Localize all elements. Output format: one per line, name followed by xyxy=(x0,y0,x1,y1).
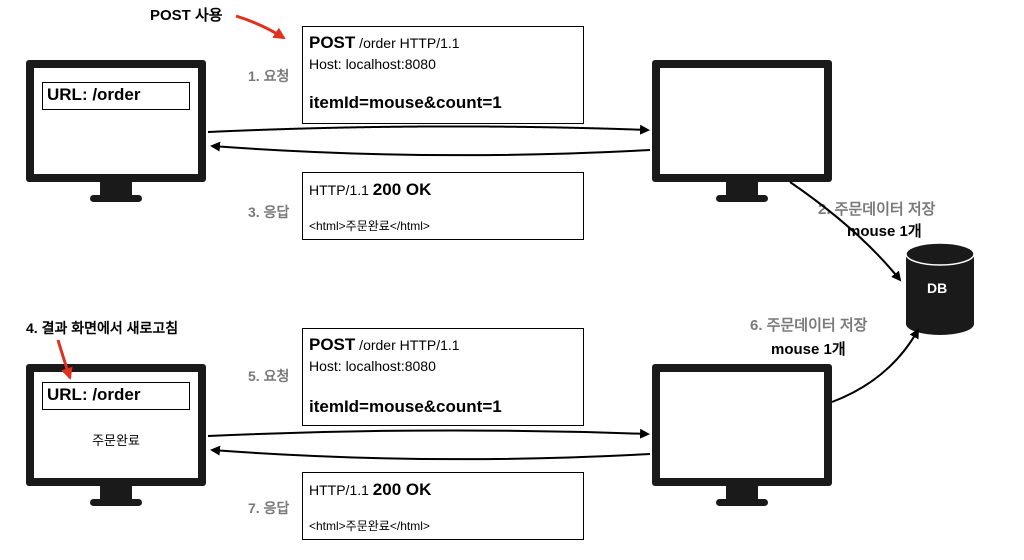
server-monitor-top-base xyxy=(716,195,768,202)
server-monitor-bottom-display xyxy=(660,372,824,478)
server-monitor-bottom-screen xyxy=(652,364,832,486)
server-monitor-bottom-stand xyxy=(726,486,758,502)
response-version-bottom: HTTP/1.1 xyxy=(309,482,373,498)
request-host-top: Host: localhost:8080 xyxy=(309,56,436,72)
request-line-top: POST /order HTTP/1.1 xyxy=(309,33,460,53)
server-monitor-top-screen xyxy=(652,60,832,182)
request-method-bottom: POST xyxy=(309,335,356,354)
save-arrow-bottom xyxy=(831,328,919,403)
annotation-arrow-top xyxy=(235,14,286,40)
response-arrow-bottom xyxy=(210,445,651,461)
database-label: DB xyxy=(927,280,948,296)
client-monitor-top-screen: URL: /order xyxy=(26,60,206,182)
request-arrow-bottom xyxy=(207,428,650,439)
request-body-bottom: itemId=mouse&count=1 xyxy=(309,397,502,416)
db-note-value-bottom: mouse 1개 xyxy=(771,341,846,358)
annotation-post-used: POST 사용 xyxy=(150,7,223,24)
annotation-arrow-bottom xyxy=(56,339,73,380)
response-body-top: <html>주문완료</html> xyxy=(309,219,430,233)
response-version-top: HTTP/1.1 xyxy=(309,182,373,198)
step-label-request-5: 5. 요청 xyxy=(248,368,290,384)
response-status-line-top: HTTP/1.1 200 OK xyxy=(309,180,431,200)
server-monitor-top-display xyxy=(660,68,824,174)
annotation-refresh: 4. 결과 화면에서 새로고침 xyxy=(26,320,179,336)
http-response-box-bottom: HTTP/1.1 200 OK <html>주문완료</html> xyxy=(302,472,584,540)
response-status-line-bottom: HTTP/1.1 200 OK xyxy=(309,480,431,500)
request-body-top: itemId=mouse&count=1 xyxy=(309,93,502,112)
response-body-bottom: <html>주문완료</html> xyxy=(309,519,430,533)
response-status-top: 200 OK xyxy=(372,180,432,199)
request-method-top: POST xyxy=(309,33,356,52)
server-monitor-top-stand xyxy=(726,182,758,198)
save-arrow-top xyxy=(789,181,902,282)
step-label-request-1: 1. 요청 xyxy=(248,68,290,84)
db-note-value-top: mouse 1개 xyxy=(847,223,922,240)
url-bar-top: URL: /order xyxy=(42,82,190,110)
step-label-response-7: 7. 응답 xyxy=(248,500,290,516)
request-path-top: /order HTTP/1.1 xyxy=(355,35,460,51)
page-content-order-complete: 주문완료 xyxy=(92,433,140,448)
database-icon xyxy=(905,242,975,335)
step-label-response-3: 3. 응답 xyxy=(248,204,290,220)
db-note-label-6: 6. 주문데이터 저장 xyxy=(750,317,868,334)
http-request-box-top: POST /order HTTP/1.1 Host: localhost:808… xyxy=(302,26,584,124)
url-bar-bottom: URL: /order xyxy=(42,382,190,410)
client-monitor-bottom-stand xyxy=(100,486,132,502)
request-host-bottom: Host: localhost:8080 xyxy=(309,358,436,374)
client-monitor-top-display: URL: /order xyxy=(34,68,198,174)
client-monitor-bottom-screen: URL: /order 주문완료 xyxy=(26,364,206,486)
client-monitor-bottom-display: URL: /order 주문완료 xyxy=(34,372,198,478)
client-monitor-top-base xyxy=(90,195,142,202)
request-path-bottom: /order HTTP/1.1 xyxy=(355,337,460,353)
request-arrow-top xyxy=(207,124,650,135)
db-note-label-2: 2. 주문데이터 저장 xyxy=(818,201,936,218)
http-response-box-top: HTTP/1.1 200 OK <html>주문완료</html> xyxy=(302,172,584,240)
http-request-box-bottom: POST /order HTTP/1.1 Host: localhost:808… xyxy=(302,328,584,426)
client-monitor-bottom-base xyxy=(90,499,142,506)
response-status-bottom: 200 OK xyxy=(372,480,432,499)
server-monitor-bottom-base xyxy=(716,499,768,506)
request-line-bottom: POST /order HTTP/1.1 xyxy=(309,335,460,355)
client-monitor-top-stand xyxy=(100,182,132,198)
response-arrow-top xyxy=(210,141,651,157)
